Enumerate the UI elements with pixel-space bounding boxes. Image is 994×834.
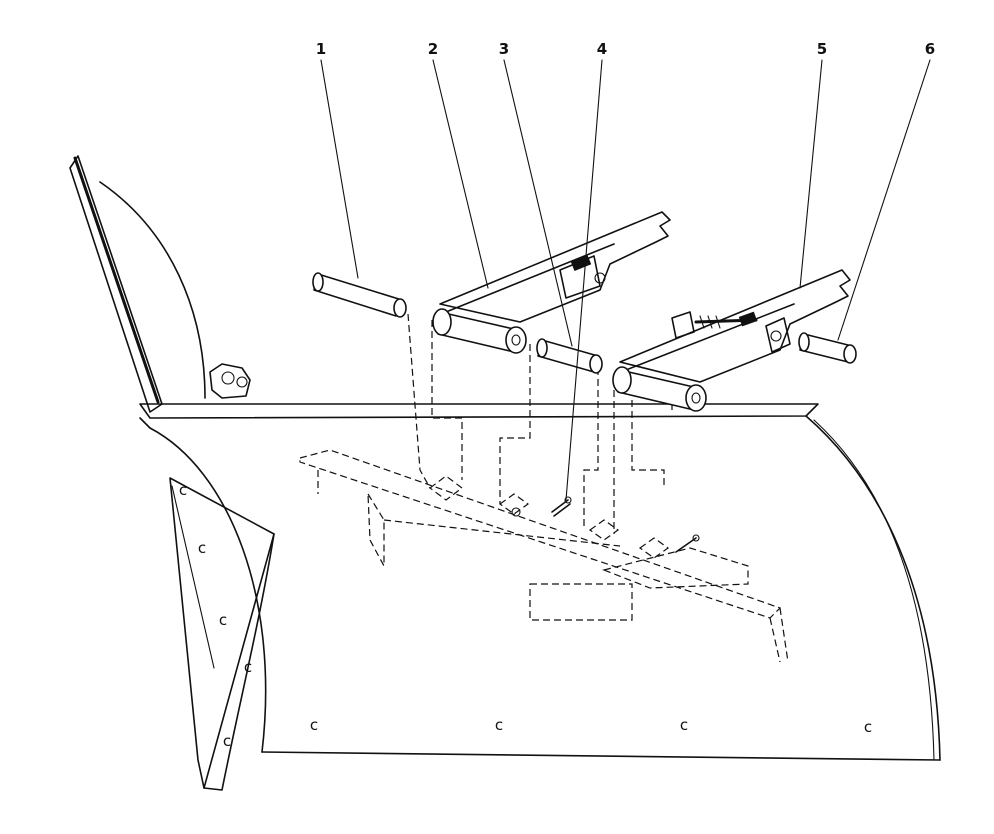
bolt-holes-left: c c c c c bbox=[179, 481, 252, 750]
moldboard bbox=[139, 403, 941, 761]
leader-lines bbox=[320, 59, 931, 501]
end-reinforcement-plate bbox=[169, 477, 275, 791]
svg-text:c: c bbox=[495, 716, 503, 734]
part-3-pin bbox=[536, 338, 603, 374]
bolt-holes-bottom: c c c c bbox=[310, 716, 872, 736]
hinge-bracket bbox=[209, 363, 251, 399]
callout-3: 3 bbox=[499, 40, 509, 58]
hidden-mounting-frame bbox=[299, 449, 789, 663]
svg-text:c: c bbox=[198, 539, 206, 557]
callout-1: 1 bbox=[316, 40, 326, 58]
svg-text:c: c bbox=[223, 732, 231, 750]
part-2-arm bbox=[432, 211, 671, 354]
callout-2: 2 bbox=[428, 40, 438, 58]
part-6-pin bbox=[798, 332, 857, 364]
callout-6: 6 bbox=[925, 40, 935, 58]
part-1-pin bbox=[312, 272, 407, 318]
frame-bolt bbox=[675, 534, 700, 553]
svg-text:c: c bbox=[680, 716, 688, 734]
svg-text:c: c bbox=[310, 716, 318, 734]
callout-5: 5 bbox=[817, 40, 827, 58]
part-4-cotter-pin bbox=[551, 496, 572, 517]
svg-text:c: c bbox=[244, 658, 252, 676]
svg-text:c: c bbox=[864, 718, 872, 736]
left-wing-plate bbox=[69, 155, 206, 413]
svg-text:c: c bbox=[179, 481, 187, 499]
alignment-lines bbox=[407, 313, 673, 534]
callout-4: 4 bbox=[597, 40, 607, 58]
part-5-arm bbox=[612, 269, 851, 412]
svg-text:c: c bbox=[219, 611, 227, 629]
